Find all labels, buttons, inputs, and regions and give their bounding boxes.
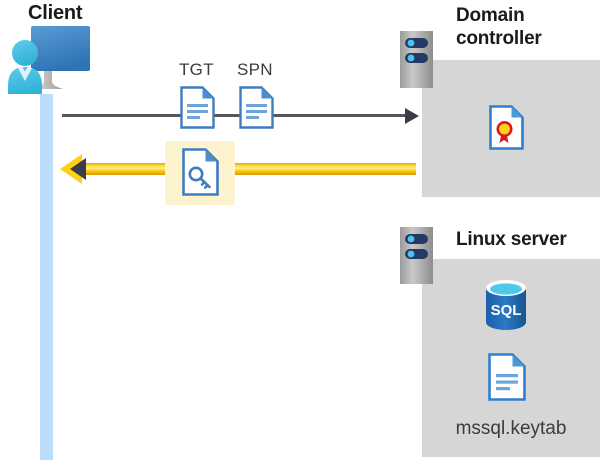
certificate-document-icon — [489, 105, 524, 150]
linux-server-title: Linux server — [456, 229, 567, 250]
domain-controller-server-rack-icon — [400, 31, 433, 88]
keytab-filename-label: mssql.keytab — [455, 418, 567, 439]
workstation-user-icon — [4, 22, 92, 94]
tgt-label: TGT — [179, 60, 214, 79]
sql-database-icon: SQL — [484, 279, 528, 331]
tgt-document-icon — [180, 86, 215, 129]
request-arrow-line — [62, 114, 410, 117]
spn-label: SPN — [237, 60, 273, 79]
key-document-icon — [182, 148, 219, 196]
client-lifeline — [40, 94, 53, 460]
response-arrowhead-icon — [70, 158, 86, 180]
spn-document-icon — [239, 86, 274, 129]
keytab-document-icon — [488, 353, 526, 401]
request-arrowhead-icon — [405, 108, 419, 124]
client-title: Client — [28, 2, 83, 24]
domain-controller-title: Domain controller — [456, 5, 542, 49]
response-arrow-line — [76, 163, 416, 175]
linux-server-rack-icon — [400, 227, 433, 284]
sql-db-label: SQL — [491, 302, 522, 319]
